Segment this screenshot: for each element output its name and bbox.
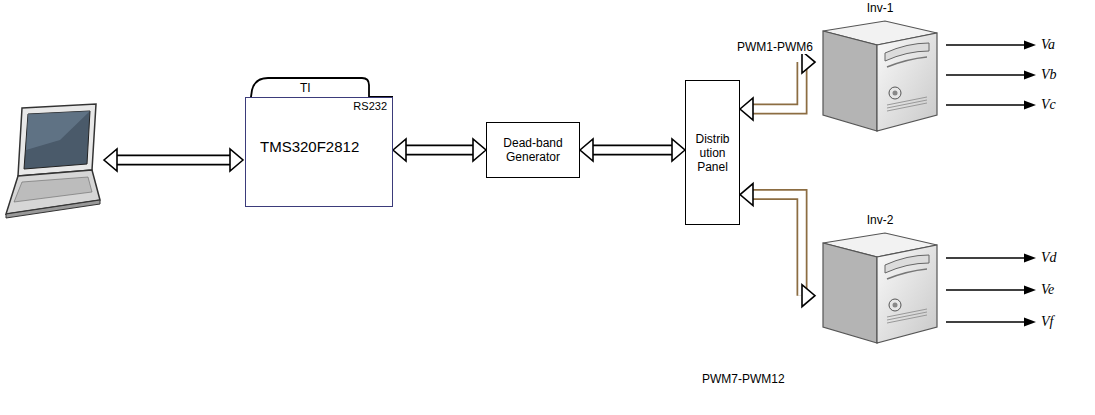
arrow-head: [740, 98, 753, 120]
port-label: RS232: [353, 100, 387, 113]
link-arrow: [740, 184, 815, 307]
arrow-head: [230, 149, 243, 171]
arrow-shaft-fill: [753, 195, 802, 296]
arrow-head: [393, 139, 406, 161]
output-arrows: [946, 41, 1036, 327]
board-tab-label: TI: [300, 81, 311, 95]
link-arrow: [740, 51, 815, 120]
voltage-label: Vc: [1041, 97, 1056, 113]
arrow-shaft-fill: [406, 146, 473, 154]
arrow-shaft-outline: [753, 62, 802, 109]
laptop-icon: [6, 104, 100, 218]
process-box: Dead-band Generator: [486, 122, 580, 178]
arrow-shaft-fill: [753, 62, 802, 109]
computer-icon: [815, 229, 945, 347]
arrow-head: [672, 139, 685, 161]
inverter-unit: Inv-2: [815, 212, 945, 347]
link-arrow: [393, 139, 486, 161]
box-label: Distrib ution Panel: [690, 132, 735, 174]
voltage-label: Vf: [1041, 314, 1053, 330]
panel-box: Distrib ution Panel: [685, 80, 740, 225]
inverter-unit: Inv-1: [815, 0, 945, 135]
voltage-label: Vd: [1041, 250, 1057, 266]
arrow-shaft-outline: [117, 155, 230, 166]
arrow-head: [104, 149, 117, 171]
computer-icon: [815, 17, 945, 135]
board-name: TMS320F2812: [260, 138, 359, 155]
voltage-label: Ve: [1041, 282, 1054, 298]
unit-label: Inv-2: [867, 213, 894, 227]
arrow-head: [740, 184, 753, 206]
link-arrow: [580, 139, 685, 161]
unit-label: Inv-1: [867, 1, 894, 15]
dsp-board: TIRS232TMS320F2812: [245, 97, 393, 207]
arrow-head: [802, 51, 815, 73]
arrow-shaft-outline: [753, 195, 802, 296]
laptop-link-arrow: [104, 149, 243, 171]
arrow-head: [473, 139, 486, 161]
arrow-shaft-fill: [117, 156, 230, 164]
signal-label: PWM1-PWM6: [735, 40, 815, 54]
signal-label: PWM7-PWM12: [700, 372, 787, 386]
arrow-head: [802, 285, 815, 307]
arrow-head: [580, 139, 593, 161]
box-label: Dead-band Generator: [491, 136, 575, 164]
voltage-label: Vb: [1041, 67, 1057, 83]
arrow-shaft-outline: [406, 145, 473, 156]
arrow-shaft-outline: [593, 145, 672, 156]
arrow-shaft-fill: [593, 146, 672, 154]
voltage-label: Va: [1041, 37, 1055, 53]
